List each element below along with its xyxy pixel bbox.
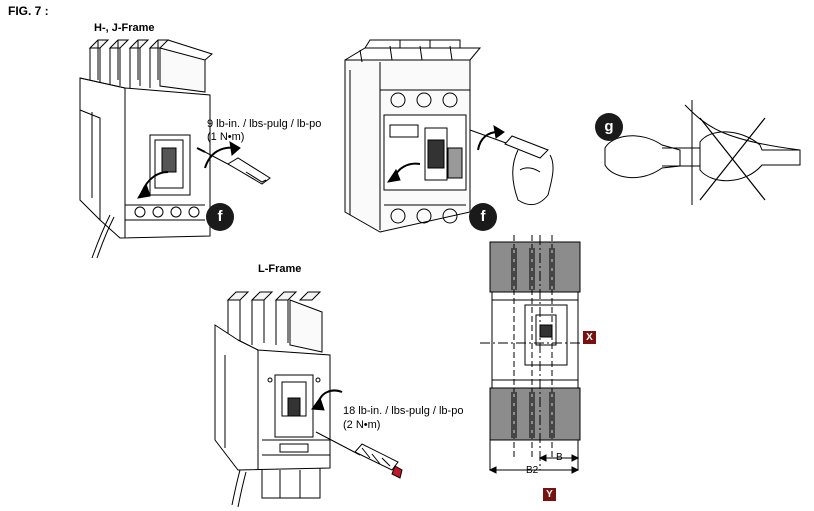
l-frame-label: L-Frame	[258, 263, 302, 275]
callout-f-middle: f	[469, 203, 497, 231]
l-torque-metric: (2 N•m)	[343, 419, 381, 431]
dimension-b-label: B	[556, 452, 563, 463]
hj-frame-label: H-, J-Frame	[94, 22, 155, 34]
l-torque-value: 18 lb-in. / lbs-pulg / lb-po	[343, 405, 464, 417]
callout-f-hj: f	[206, 203, 234, 231]
dimension-drawing	[480, 235, 590, 474]
key-detail-illustration	[604, 100, 801, 205]
axis-x-marker: X	[583, 331, 596, 344]
hj-frame-breaker-illustration	[79, 39, 271, 259]
middle-breaker-illustration	[344, 39, 554, 233]
dimension-b2-label: B2	[526, 465, 539, 476]
hj-torque-value: 9 lb-in. / lbs-pulg / lb-po	[207, 118, 322, 130]
figure-label: FIG. 7 :	[8, 4, 49, 18]
l-frame-breaker-illustration	[214, 291, 403, 508]
callout-g-key: g	[595, 113, 623, 141]
axis-y-marker: Y	[543, 488, 556, 501]
hj-torque-metric: (1 N•m)	[207, 131, 245, 143]
